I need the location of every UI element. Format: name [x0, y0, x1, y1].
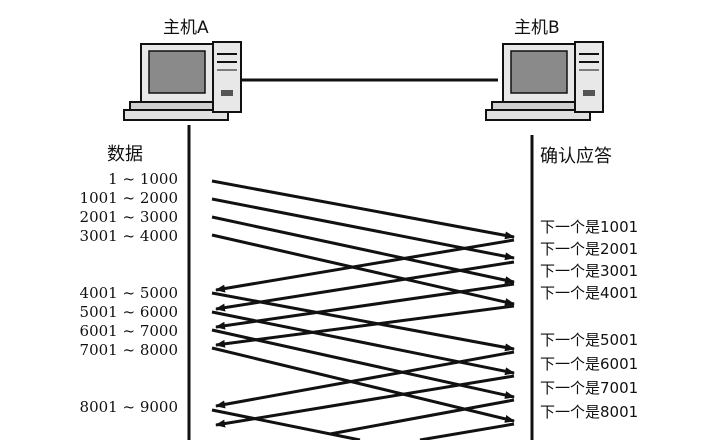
ack-label: 下一个是4001: [540, 284, 638, 302]
host-a-computer-icon: [123, 41, 242, 121]
ack-arrow: [215, 238, 515, 293]
ack-labels: 下一个是1001 下一个是2001 下一个是3001 下一个是4001 下一个是…: [540, 218, 638, 421]
ack-arrow: [215, 260, 515, 312]
ack-label: 下一个是6001: [540, 355, 638, 373]
data-range-label: 3001 ~ 4000: [80, 227, 178, 245]
data-arrow: [211, 408, 361, 440]
data-arrow: [211, 179, 515, 240]
ack-label: 下一个是1001: [540, 218, 638, 236]
data-range-label: 8001 ~ 9000: [80, 398, 178, 416]
host-b-label: 主机B: [514, 18, 560, 38]
data-arrow: [211, 310, 515, 376]
host-b-computer-icon: [485, 41, 604, 121]
ack-header: 确认应答: [540, 146, 612, 167]
ack-label: 下一个是7001: [540, 379, 638, 397]
data-range-label: 4001 ~ 5000: [80, 284, 178, 302]
host-a-label: 主机A: [163, 18, 209, 38]
ack-label: 下一个是5001: [540, 331, 638, 349]
data-arrow: [211, 328, 515, 399]
ack-arrow: [215, 304, 515, 348]
data-range-label: 5001 ~ 6000: [80, 303, 178, 321]
ack-label: 下一个是3001: [540, 262, 638, 280]
data-range-label: 2001 ~ 3000: [80, 208, 178, 226]
data-range-label: 7001 ~ 8000: [80, 341, 178, 359]
data-range-label: 1001 ~ 2000: [80, 189, 178, 207]
data-range-label: 1 ~ 1000: [108, 170, 178, 188]
ack-arrow: [215, 374, 515, 428]
ack-arrow: [215, 350, 515, 409]
ack-arrow: [329, 398, 515, 436]
ack-arrows: [215, 238, 515, 440]
ack-label: 下一个是8001: [540, 403, 638, 421]
ack-label: 下一个是2001: [540, 240, 638, 258]
data-range-labels: 1 ~ 1000 1001 ~ 2000 2001 ~ 3000 3001 ~ …: [80, 170, 178, 416]
ack-arrow: [419, 422, 515, 440]
data-header: 数据: [107, 144, 143, 165]
ack-arrow: [215, 282, 515, 330]
data-range-label: 6001 ~ 7000: [80, 322, 178, 340]
